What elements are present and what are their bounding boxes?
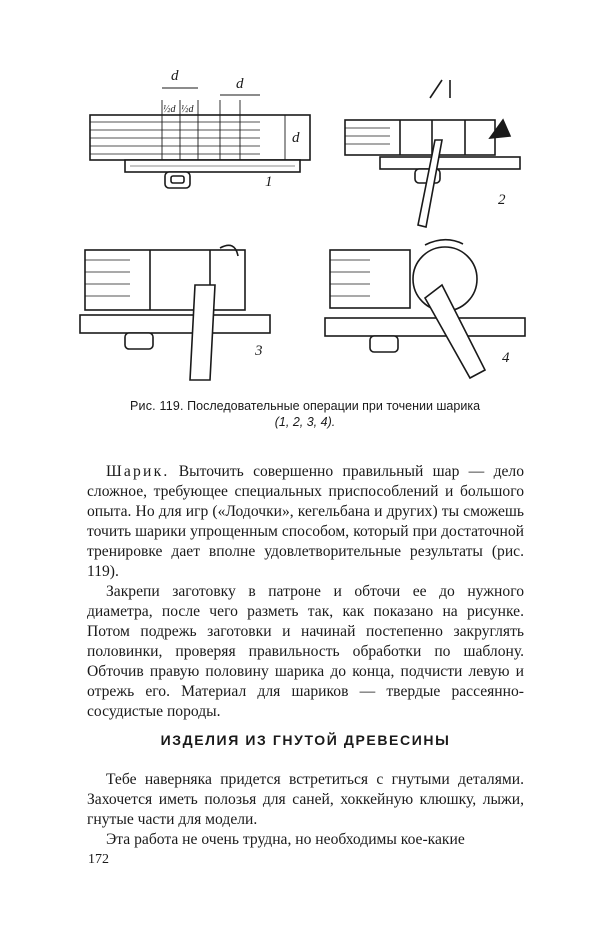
- caption-text: Последовательные операции при точении ша…: [187, 399, 481, 413]
- term-sharik: Шарик.: [106, 463, 170, 480]
- panel-number-4: 4: [502, 350, 510, 366]
- panel-number-2: 2: [498, 192, 506, 208]
- paragraph-4: Эта работа не очень трудна, но необходим…: [106, 831, 465, 848]
- body-text-top: Шарик. Выточить совершенно правильный ша…: [87, 462, 524, 722]
- label-half-d-1: ½d: [163, 104, 177, 115]
- panel-number-3: 3: [254, 343, 263, 359]
- label-half-d-2: ½d: [181, 104, 195, 115]
- panel-3: [79, 244, 271, 381]
- panel-number-1: 1: [265, 174, 273, 190]
- panel-4: [324, 238, 526, 380]
- body-text-bottom: Тебе наверняка придется встретиться с гн…: [87, 770, 524, 850]
- caption-numbers: (1, 2, 3, 4).: [274, 415, 336, 429]
- paragraph-1-text: Выточить совершенно правильный шар — дел…: [87, 463, 524, 580]
- caption-prefix: Рис. 119.: [129, 399, 184, 413]
- page-number: 172: [88, 852, 109, 867]
- panel-1: [89, 87, 311, 189]
- figure-119: d d d ½d ½d 1 2 3 4: [70, 60, 540, 390]
- label-d-2: d: [236, 76, 244, 92]
- paragraph-2: Закрепи заготовку в патроне и обточи ее …: [87, 583, 524, 720]
- panel-2: [344, 79, 521, 228]
- turning-diagram: d d d ½d ½d 1 2 3 4: [79, 68, 526, 381]
- figure-caption: Рис. 119. Последовательные операции при …: [70, 398, 540, 430]
- paragraph-3: Тебе наверняка придется встретиться с гн…: [87, 771, 524, 828]
- label-d-1: d: [171, 68, 179, 84]
- label-d-3: d: [292, 130, 300, 146]
- section-heading: ИЗДЕЛИЯ ИЗ ГНУТОЙ ДРЕВЕСИНЫ: [160, 732, 451, 748]
- paragraph-1: Шарик. Выточить совершенно правильный ша…: [87, 462, 524, 582]
